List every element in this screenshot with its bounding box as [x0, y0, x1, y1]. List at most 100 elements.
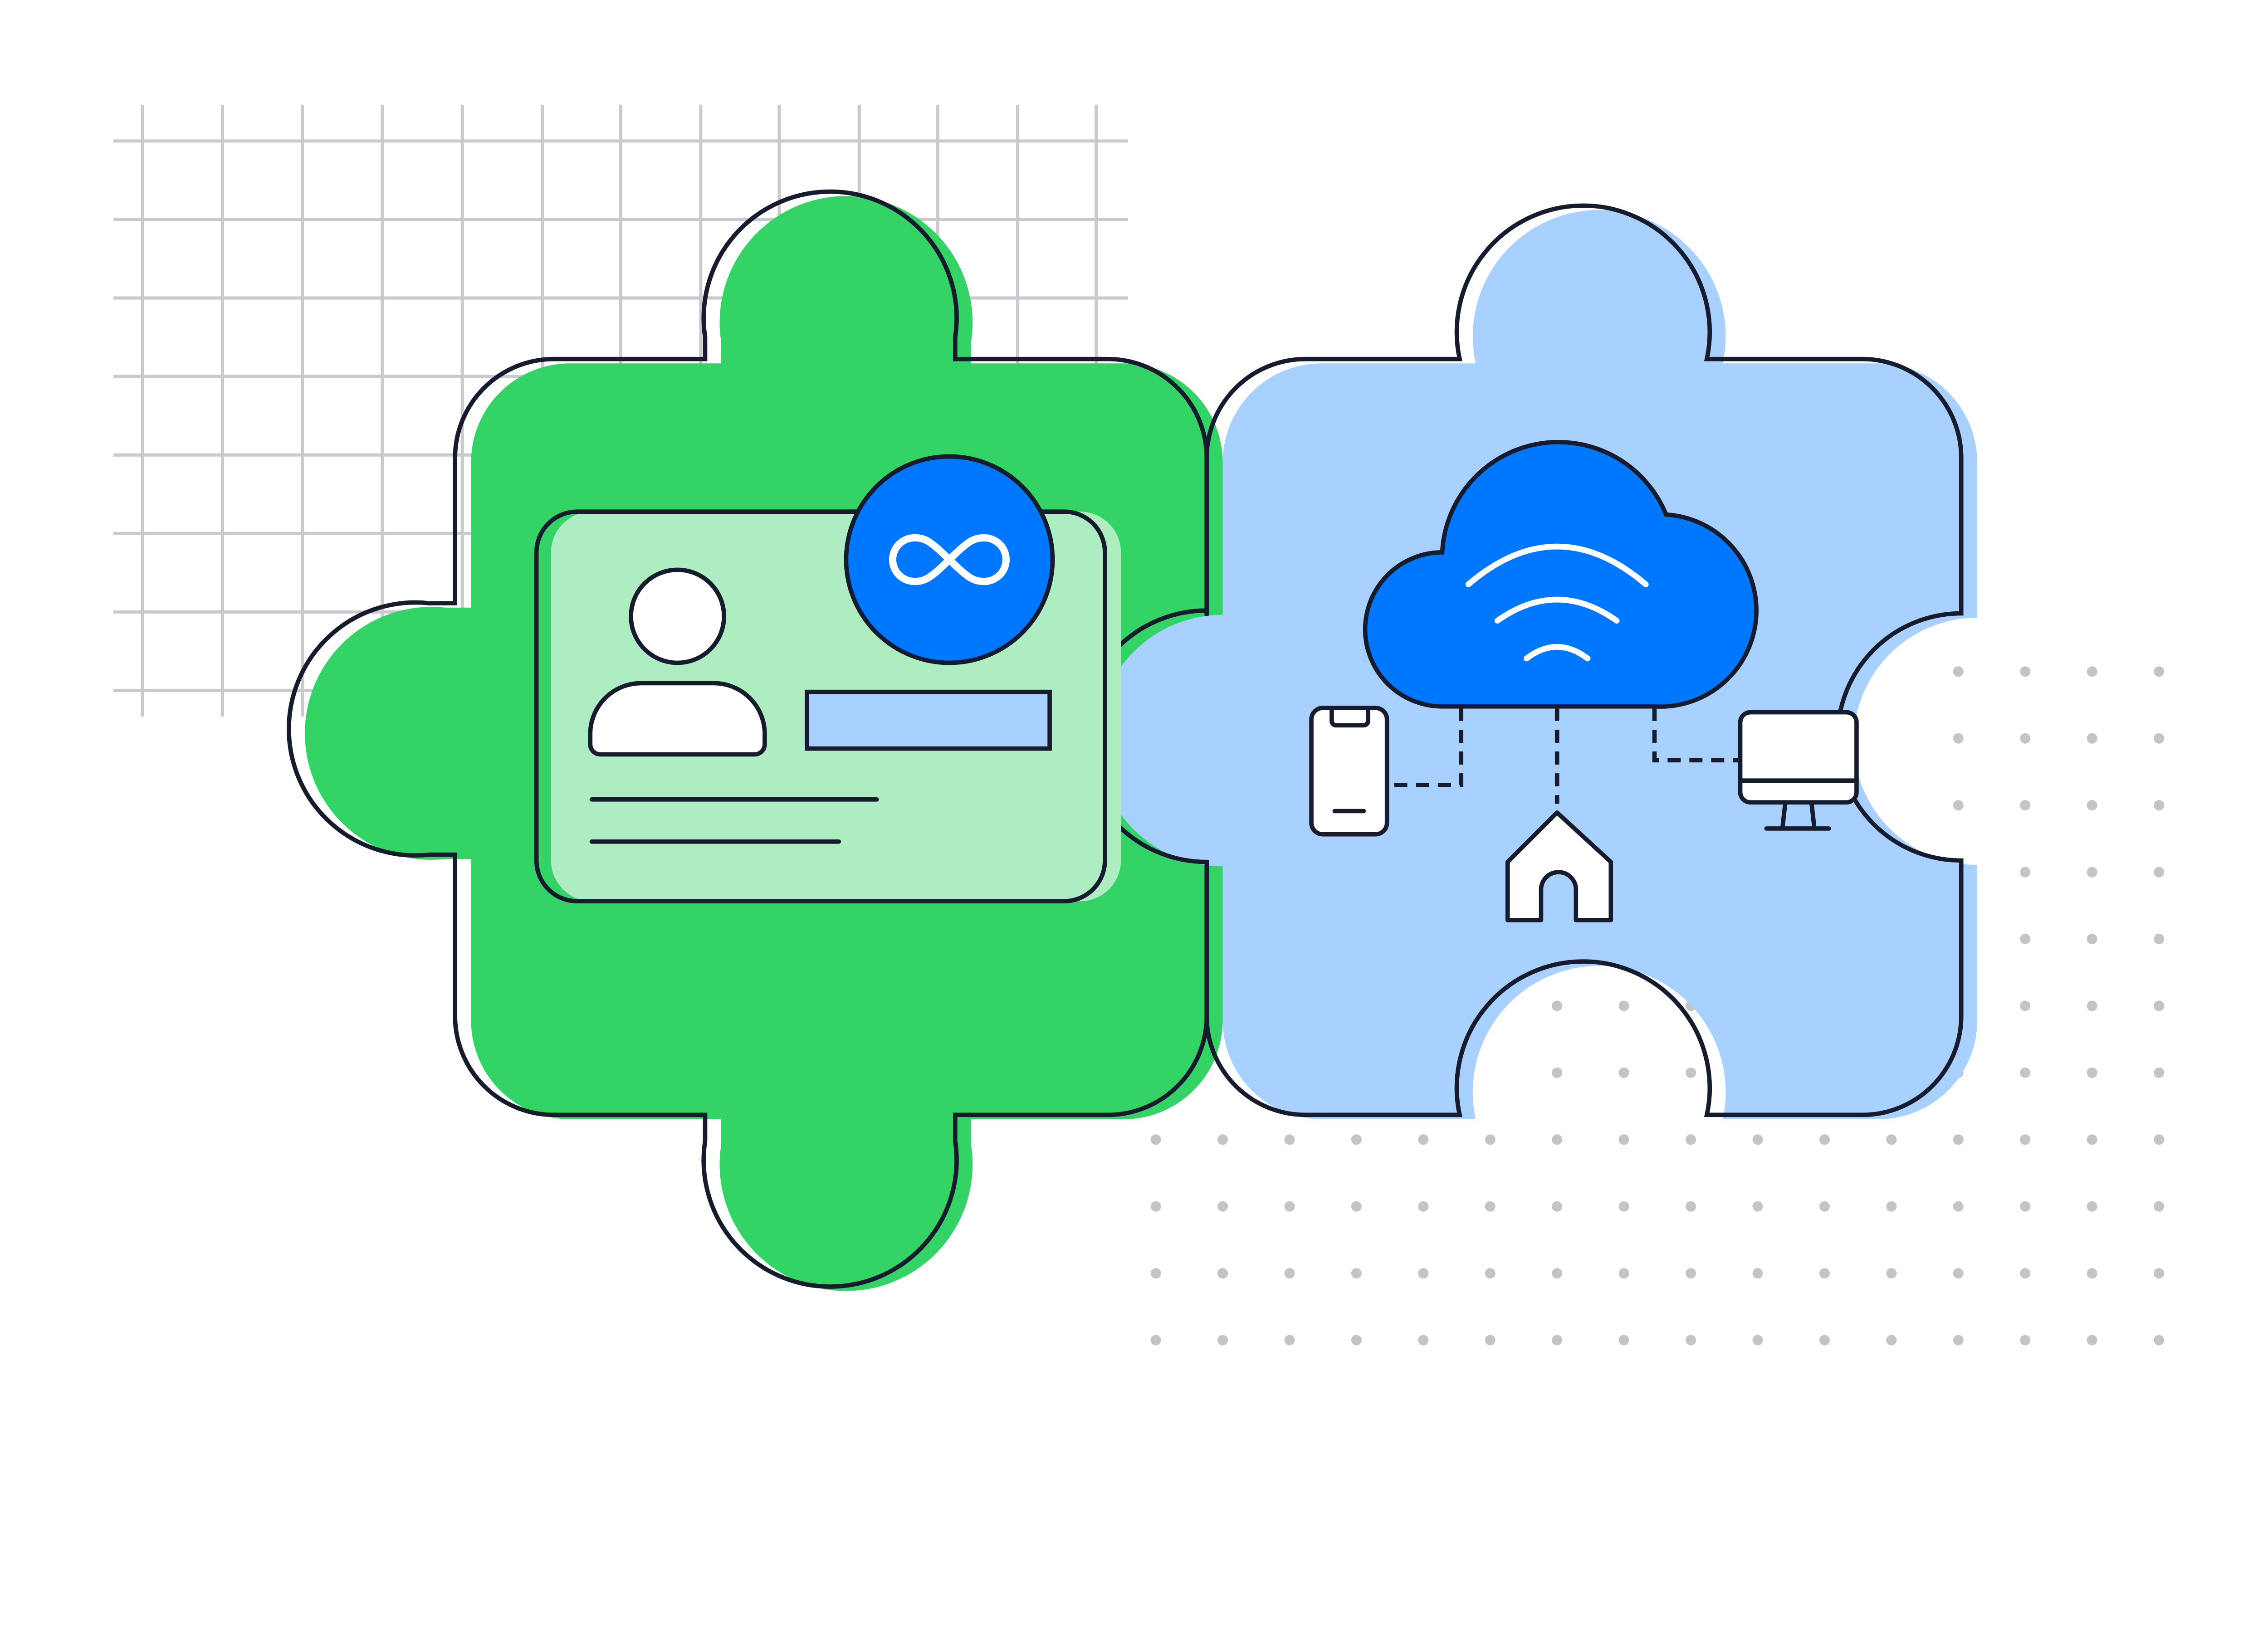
dot	[2020, 933, 2031, 945]
smartphone-icon	[1309, 706, 1389, 837]
dot	[2154, 1268, 2165, 1279]
dot	[2020, 1268, 2031, 1279]
dot	[1686, 1067, 1696, 1078]
dot	[1686, 1134, 1696, 1145]
dot	[1217, 1201, 1228, 1212]
dot	[1552, 1067, 1563, 1078]
dot	[1953, 1335, 1964, 1346]
dot	[2154, 1335, 2165, 1346]
dot	[1618, 1268, 1629, 1279]
dot	[1819, 1134, 1830, 1145]
dot	[1217, 1335, 1228, 1346]
dot	[1485, 1335, 1496, 1346]
dot	[2154, 1201, 2165, 1212]
dot	[1418, 1201, 1429, 1212]
dot	[1552, 1201, 1563, 1212]
dot	[1819, 1335, 1830, 1346]
dot	[1351, 1335, 1362, 1346]
dot	[1886, 1335, 1897, 1346]
dot	[2020, 1067, 2031, 1078]
card-field-bar	[805, 689, 1052, 751]
dot	[1819, 1268, 1830, 1279]
dot	[2087, 867, 2097, 878]
dot	[2154, 1067, 2165, 1078]
dot	[2087, 1201, 2097, 1212]
dot	[1618, 1201, 1629, 1212]
dot	[1552, 1000, 1563, 1011]
dot	[1485, 1268, 1496, 1279]
dot	[2020, 800, 2031, 811]
dot	[2154, 800, 2165, 811]
dot	[1618, 1134, 1629, 1145]
dot	[1552, 1268, 1563, 1279]
dot	[1217, 1134, 1228, 1145]
dot	[1418, 1134, 1429, 1145]
dot	[1217, 1268, 1228, 1279]
dot	[1886, 1134, 1897, 1145]
connection-lines	[1393, 707, 1739, 804]
cloud-wifi-icon	[1363, 440, 1759, 709]
dot	[2087, 1335, 2097, 1346]
dot	[1953, 1134, 1964, 1145]
dot	[2154, 733, 2165, 744]
dot	[1150, 1335, 1161, 1346]
dot	[1284, 1335, 1295, 1346]
dot	[2154, 1134, 2165, 1145]
dot	[1686, 1201, 1696, 1212]
dot	[2087, 1067, 2097, 1078]
dot	[2154, 666, 2165, 677]
dot	[1618, 1335, 1629, 1346]
dot	[1752, 1201, 1763, 1212]
dot	[1552, 1134, 1563, 1145]
desktop-monitor-icon	[1738, 710, 1859, 831]
dot	[1485, 1134, 1496, 1145]
dot	[2154, 1000, 2165, 1011]
dot	[2154, 867, 2165, 878]
dot	[2087, 933, 2097, 945]
dot	[1953, 1201, 1964, 1212]
dot	[1284, 1134, 1295, 1145]
dot	[1485, 1201, 1496, 1212]
dot	[1150, 1201, 1161, 1212]
dot	[2154, 933, 2165, 945]
dot	[1886, 1201, 1897, 1212]
dot	[2020, 1000, 2031, 1011]
dot	[1953, 800, 1964, 811]
dot	[1150, 1268, 1161, 1279]
dot	[1886, 1268, 1897, 1279]
puzzle-integration-illustration	[113, 104, 2165, 1346]
id-card-icon	[534, 509, 1121, 903]
dot	[2020, 1201, 2031, 1212]
dot	[1752, 1335, 1763, 1346]
dot	[1351, 1268, 1362, 1279]
dot	[1552, 1335, 1563, 1346]
dot	[2020, 666, 2031, 677]
dot	[1418, 1268, 1429, 1279]
dot	[1150, 1134, 1161, 1145]
dot	[1618, 1067, 1629, 1078]
dot	[2087, 800, 2097, 811]
dot	[1953, 733, 1964, 744]
dot	[1752, 1134, 1763, 1145]
dot	[1953, 1268, 1964, 1279]
dot	[1819, 1201, 1830, 1212]
house-icon	[1505, 810, 1613, 922]
dot	[2087, 1000, 2097, 1011]
dot	[1284, 1201, 1295, 1212]
dot	[2087, 666, 2097, 677]
dot	[2087, 733, 2097, 744]
dot	[1284, 1268, 1295, 1279]
dot	[1953, 666, 1964, 677]
dot	[1418, 1335, 1429, 1346]
dot	[2020, 733, 2031, 744]
dot	[1686, 1268, 1696, 1279]
dot	[1351, 1201, 1362, 1212]
dot	[2087, 1134, 2097, 1145]
dot	[2087, 1268, 2097, 1279]
dot	[2020, 1335, 2031, 1346]
dot	[2020, 867, 2031, 878]
dot	[1351, 1134, 1362, 1145]
dot	[2020, 1134, 2031, 1145]
user-avatar-icon	[588, 567, 767, 757]
dot	[1618, 1000, 1629, 1011]
